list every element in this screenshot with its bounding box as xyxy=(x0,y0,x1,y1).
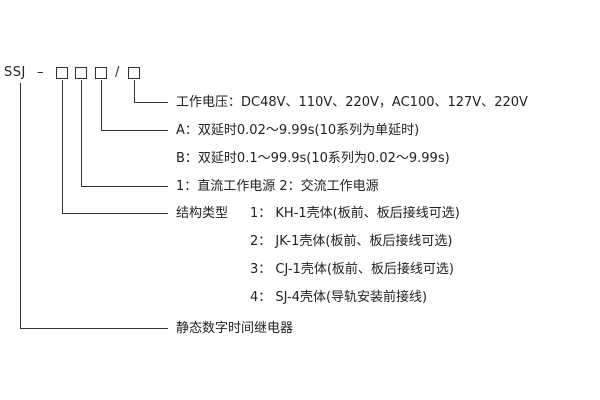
structure-item-4: 4： SJ-4壳体(导轨安装前接线) xyxy=(250,290,428,305)
model-prefix: SSJ xyxy=(4,65,26,80)
code-box-voltage xyxy=(128,67,140,79)
connector-power-source xyxy=(81,80,168,187)
structure-item-2: 2： JK-1壳体(板前、板后接线可选) xyxy=(250,234,453,249)
model-dash: – xyxy=(37,65,44,80)
delay-range-a: A：双延时0.02～9.99s(10系列为单延时) xyxy=(176,123,420,138)
structure-item-3: 3： CJ-1壳体(板前、板后接线可选) xyxy=(250,262,454,277)
model-slash: / xyxy=(115,65,120,80)
voltage-description: 工作电压：DC48V、110V、220V，AC100、127V、220V xyxy=(176,95,528,110)
code-box-power xyxy=(75,67,87,79)
connector-product-name xyxy=(20,83,168,329)
structure-item-1: 1： KH-1壳体(板前、板后接线可选) xyxy=(250,206,460,221)
delay-range-b: B：双延时0.1～99.9s(10系列为0.02～9.99s) xyxy=(176,151,450,166)
connector-delay-range xyxy=(101,80,168,131)
product-name: 静态数字时间继电器 xyxy=(176,321,294,336)
code-box-structure xyxy=(56,67,68,79)
connector-voltage xyxy=(134,80,168,103)
code-box-delay xyxy=(95,67,107,79)
structure-type-title: 结构类型 xyxy=(176,206,229,221)
connector-structure-type xyxy=(62,80,168,214)
power-source-description: 1：直流工作电源 2：交流工作电源 xyxy=(176,179,379,194)
